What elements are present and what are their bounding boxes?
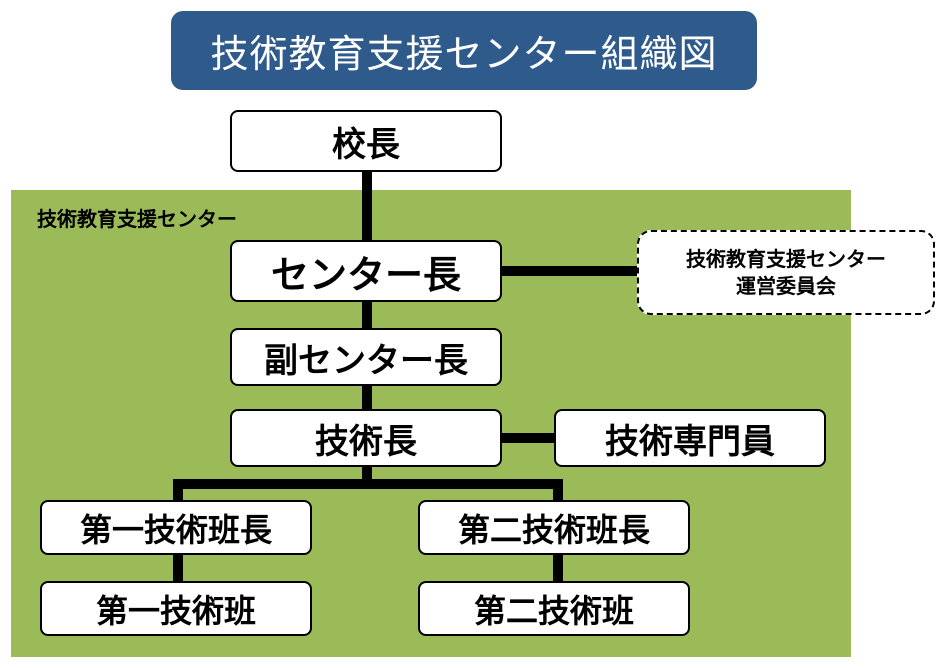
node-center-director: センター長 — [230, 240, 502, 302]
node-technical-specialist-label: 技術専門員 — [605, 421, 775, 462]
node-committee: 技術教育支援センター 運営委員会 — [637, 230, 935, 315]
connector-chief-down — [362, 465, 372, 487]
connector-vice-chief — [362, 384, 372, 412]
connector-horizontal-branch — [173, 479, 563, 489]
node-group1-leader-label: 第一技術班長 — [79, 510, 272, 549]
node-group1-label: 第一技術班 — [95, 591, 256, 630]
connector-chief-specialist — [500, 433, 556, 443]
committee-line-1: 技術教育支援センター — [686, 246, 886, 271]
node-chief-technician: 技術長 — [230, 409, 502, 467]
node-group2-leader-label: 第二技術班長 — [457, 510, 650, 549]
node-principal: 校長 — [230, 110, 502, 172]
node-group2: 第二技術班 — [418, 581, 690, 636]
node-center-director-label: センター長 — [270, 252, 461, 297]
node-group2-label: 第二技術班 — [473, 591, 634, 630]
connector-branch-group2 — [553, 479, 563, 504]
connector-director-committee — [500, 266, 639, 276]
node-group1-leader: 第一技術班長 — [40, 500, 312, 555]
connector-group1-leader-team — [173, 553, 183, 585]
node-chief-technician-label: 技術長 — [315, 421, 417, 462]
connector-principal-director — [362, 170, 372, 242]
node-group2-leader: 第二技術班長 — [418, 500, 690, 555]
node-principal-label: 校長 — [332, 124, 400, 165]
center-area-label: 技術教育支援センター — [37, 207, 237, 231]
node-group1: 第一技術班 — [40, 581, 312, 636]
connector-director-vice — [362, 298, 372, 332]
node-technical-specialist: 技術専門員 — [554, 409, 826, 467]
node-vice-director-label: 副センター長 — [264, 340, 468, 381]
title-banner: 技術教育支援センター組織図 — [171, 11, 757, 90]
page-title: 技術教育支援センター組織図 — [210, 32, 718, 76]
node-vice-director: 副センター長 — [230, 328, 502, 386]
committee-line-2: 運営委員会 — [736, 273, 836, 298]
connector-branch-group1 — [173, 479, 183, 504]
connector-group2-leader-team — [553, 553, 563, 585]
